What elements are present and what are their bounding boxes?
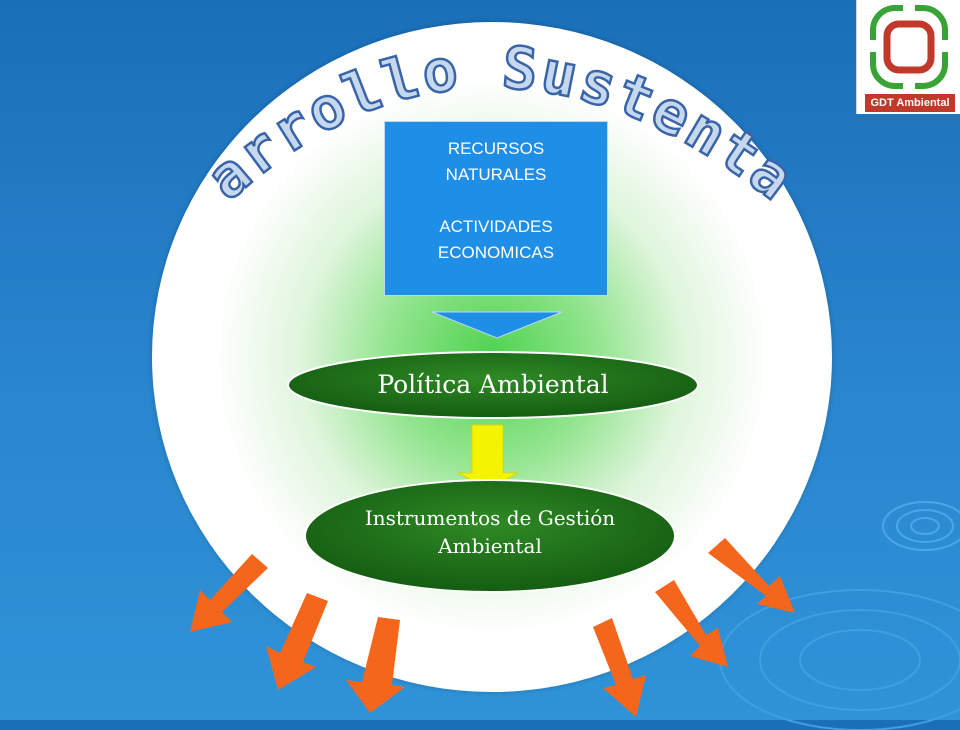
orange-arrow-5 [655,580,728,667]
logo-label: GDT Ambiental [865,94,955,112]
instrumentos-label: Instrumentos de Gestión Ambiental [305,504,675,560]
instrumentos-ellipse [304,479,676,593]
resources-down-arrow [431,311,563,339]
instrumentos-label-line1: Instrumentos de Gestión [364,506,616,530]
politica-ambiental-ellipse [287,351,699,419]
resources-box: RECURSOS NATURALES ACTIVIDADES ECONOMICA… [384,121,608,296]
orange-arrow-3 [346,617,405,713]
logo-emblem-icon [867,2,951,92]
water-ripple-decoration [882,501,960,551]
instrumentos-label-line2: Ambiental [438,534,542,558]
box-line-recursos: RECURSOS [447,139,545,158]
box-line-naturales: NATURALES [445,165,547,184]
box-line-actividades: ACTIVIDADES [439,217,553,236]
orange-arrow-2 [266,593,328,690]
yellow-down-arrow [457,424,519,489]
politica-ambiental-label: Política Ambiental [377,370,609,399]
orange-arrow-4 [593,618,646,717]
orange-arrow-6 [708,538,795,613]
orange-arrows [190,538,795,717]
gdt-ambiental-logo: GDT Ambiental [856,0,960,114]
box-line-economicas: ECONOMICAS [437,243,555,262]
orange-arrow-1 [190,554,268,632]
